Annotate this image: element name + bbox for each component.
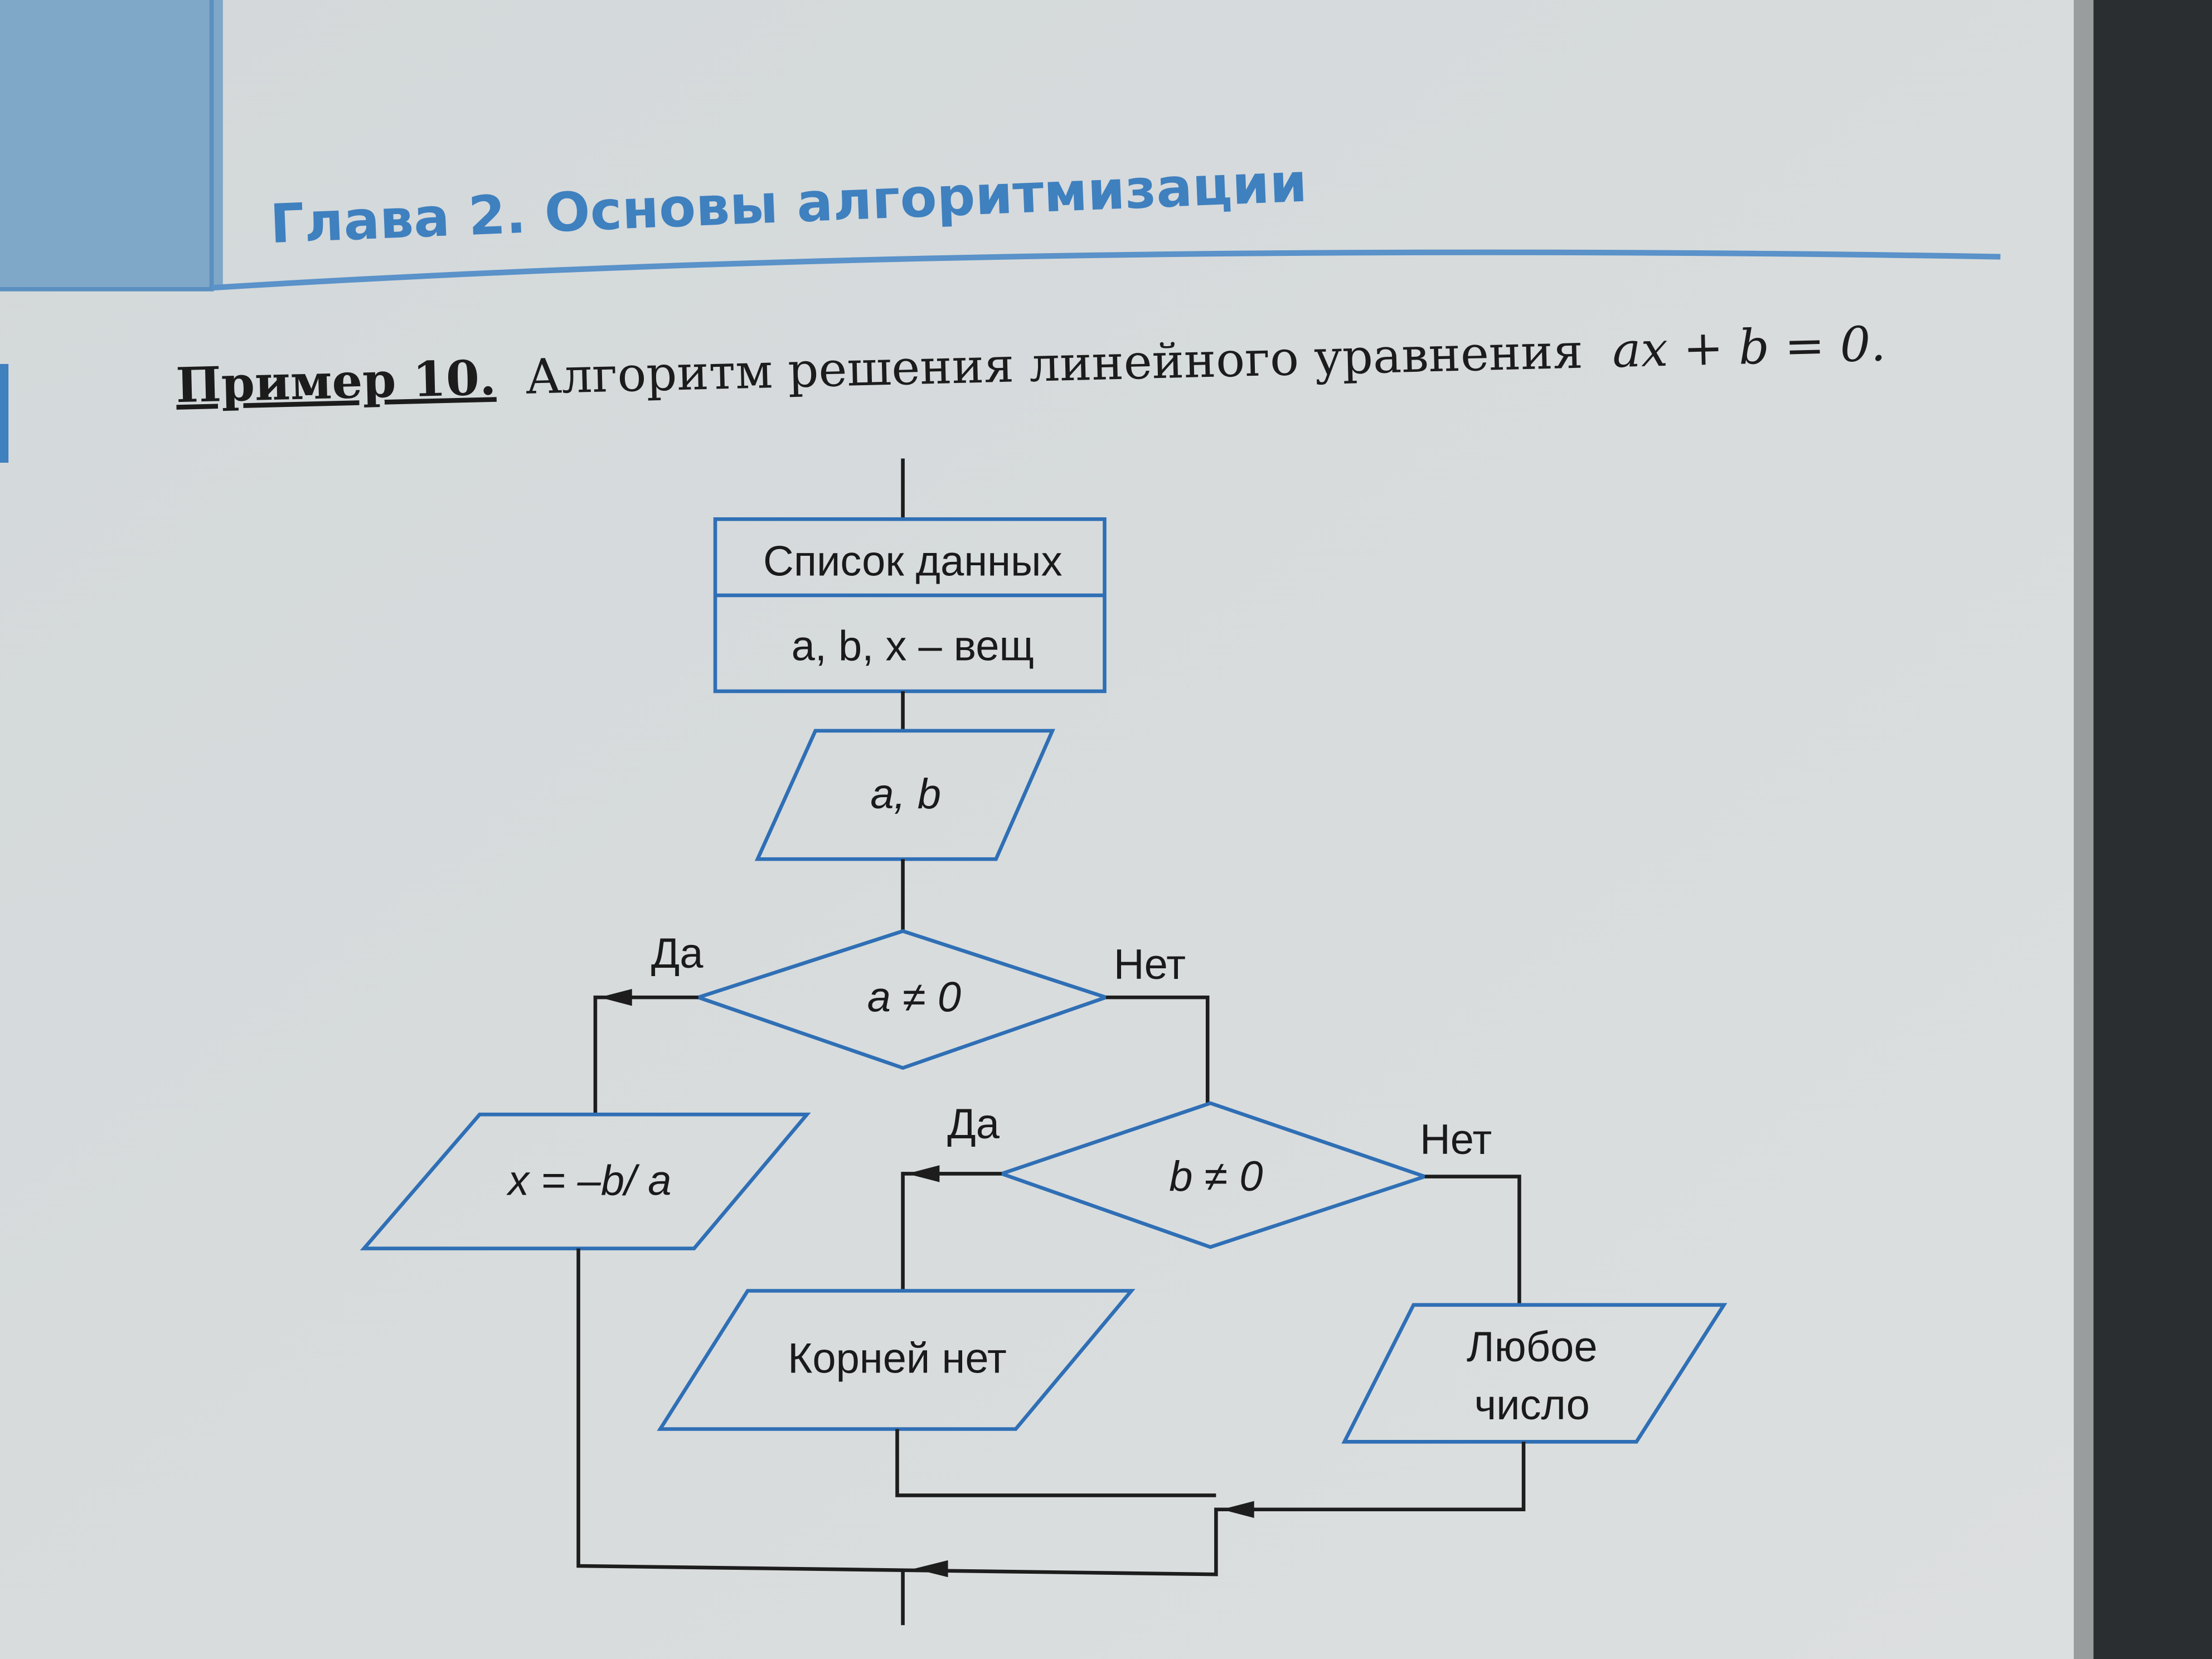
output-any-number-line2: число [1474, 1381, 1590, 1429]
no-label-b: Нет [1420, 1116, 1492, 1163]
no-label-a: Нет [1114, 941, 1186, 988]
yes-label-a: Да [651, 930, 704, 977]
output-x-text: x = –b/ a [506, 1157, 671, 1204]
example-equation: ax + b = 0. [1612, 316, 1886, 379]
yes-label-b: Да [947, 1100, 1000, 1148]
output-any-number-line1: Любое [1467, 1323, 1598, 1371]
header-underline [211, 249, 2001, 291]
header-band [0, 0, 223, 289]
input-block [754, 729, 1055, 861]
data-list-title: Список данных [763, 537, 1063, 585]
output-x-block [360, 1112, 811, 1250]
data-list-block [713, 517, 1107, 693]
condition-a-text: a ≠ 0 [867, 973, 961, 1021]
output-any-number-block [1341, 1303, 1728, 1444]
input-text: a, b [870, 770, 941, 818]
page-background [0, 0, 2116, 1659]
output-no-roots-text: Корней нет [788, 1335, 1007, 1382]
page-edge [2085, 0, 2212, 1659]
condition-b-text: b ≠ 0 [1169, 1153, 1263, 1200]
output-no-roots-block [657, 1289, 1136, 1431]
example-label: Пример 10. [175, 350, 497, 414]
flowchart: Список данных a, b, x – вещ a, b a ≠ 0 Д… [360, 458, 1728, 1626]
data-list-content: a, b, x – вещ [792, 622, 1034, 670]
